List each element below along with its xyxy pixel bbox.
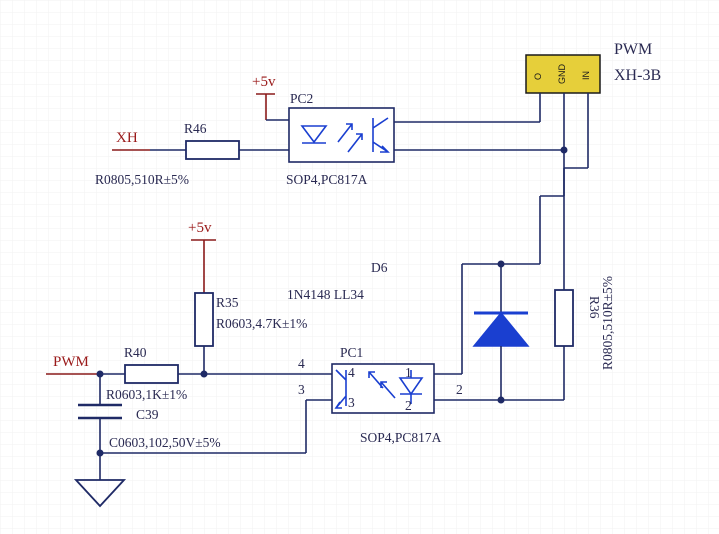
r46-value: R0805,510R±5% bbox=[95, 172, 189, 187]
net-pwm-label: PWM bbox=[53, 354, 89, 370]
pc1-light-arrows-icon bbox=[368, 371, 396, 399]
r40-designator: R40 bbox=[124, 345, 147, 360]
r35-value: R0603,4.7K±1% bbox=[216, 316, 307, 331]
connector-xh-3b: O GND IN PWM XH-3B bbox=[525, 41, 661, 94]
r35-body bbox=[194, 292, 214, 347]
pc2-led-icon bbox=[300, 125, 328, 144]
pc1-pin-1: 1 bbox=[405, 365, 412, 380]
pc1-ext-pin-3: 3 bbox=[298, 382, 305, 397]
r36-body bbox=[554, 289, 574, 347]
pc1-footprint: SOP4,PC817A bbox=[360, 430, 442, 445]
net-xh: XH R46 R0805,510R±5% bbox=[95, 121, 289, 187]
pc1-ext-pin-2: 2 bbox=[456, 382, 463, 397]
d6-designator: D6 bbox=[371, 260, 388, 275]
pc2-light-arrows-icon bbox=[337, 123, 363, 153]
r46-body bbox=[185, 140, 240, 160]
diode-d6: D6 1N4148 LL34 bbox=[287, 260, 530, 404]
r35-designator: R35 bbox=[216, 295, 239, 310]
r40-body bbox=[124, 364, 179, 384]
pc2-designator: PC2 bbox=[290, 91, 313, 106]
pc1-pin-3: 3 bbox=[348, 395, 355, 410]
connector-title: PWM bbox=[614, 41, 652, 58]
pc1-right-wires: 2 bbox=[434, 264, 501, 401]
capacitor-c39: C39 C0603,102,50V±5% 3 bbox=[73, 374, 332, 508]
net-xh-label: XH bbox=[116, 130, 138, 146]
pc1-pin-4: 4 bbox=[348, 365, 355, 380]
r46-designator: R46 bbox=[184, 121, 207, 136]
c39-value: C0603,102,50V±5% bbox=[109, 435, 221, 450]
pc2-footprint: SOP4,PC817A bbox=[286, 172, 368, 187]
ground-icon bbox=[73, 479, 127, 508]
supply-r35: +5v bbox=[188, 220, 216, 293]
pc2-body bbox=[288, 107, 395, 163]
r40-value: R0603,1K±1% bbox=[106, 387, 187, 402]
connector-pin-gnd-label: GND bbox=[557, 64, 567, 85]
supply-pc2: +5v bbox=[252, 74, 289, 121]
connector-body bbox=[525, 54, 601, 94]
pc2-phototransistor-icon bbox=[372, 117, 390, 153]
pc1-body bbox=[331, 363, 435, 414]
c39-designator: C39 bbox=[136, 407, 159, 422]
r36-designator: R36 bbox=[587, 296, 602, 319]
pc1-pin-2: 2 bbox=[405, 398, 412, 413]
d6-value: 1N4148 LL34 bbox=[287, 287, 364, 302]
optocoupler-pc2: PC2 SOP4,PC817A bbox=[286, 91, 395, 187]
connector-pin-in-label: IN bbox=[581, 71, 591, 80]
net-pwm: PWM R40 R0603,1K±1% 4 bbox=[46, 345, 332, 402]
supply-pc2-label: +5v bbox=[252, 74, 276, 90]
pc1-ext-pin-4: 4 bbox=[298, 356, 305, 371]
resistor-r35: R35 R0603,4.7K±1% bbox=[194, 292, 307, 378]
connector-pin-o-label: O bbox=[533, 73, 543, 80]
pc1-designator: PC1 bbox=[340, 345, 363, 360]
connector-part: XH-3B bbox=[614, 67, 661, 84]
optocoupler-pc1: 4 3 1 2 PC1 SOP4,PC817A bbox=[331, 345, 442, 445]
supply-r35-label: +5v bbox=[188, 220, 212, 236]
r36-value: R0805,510R±5% bbox=[600, 276, 615, 370]
pc1-phototransistor-icon bbox=[334, 369, 347, 409]
pc2-output-wires bbox=[394, 93, 589, 290]
resistor-r36: R36 R0805,510R±5% bbox=[501, 276, 615, 401]
